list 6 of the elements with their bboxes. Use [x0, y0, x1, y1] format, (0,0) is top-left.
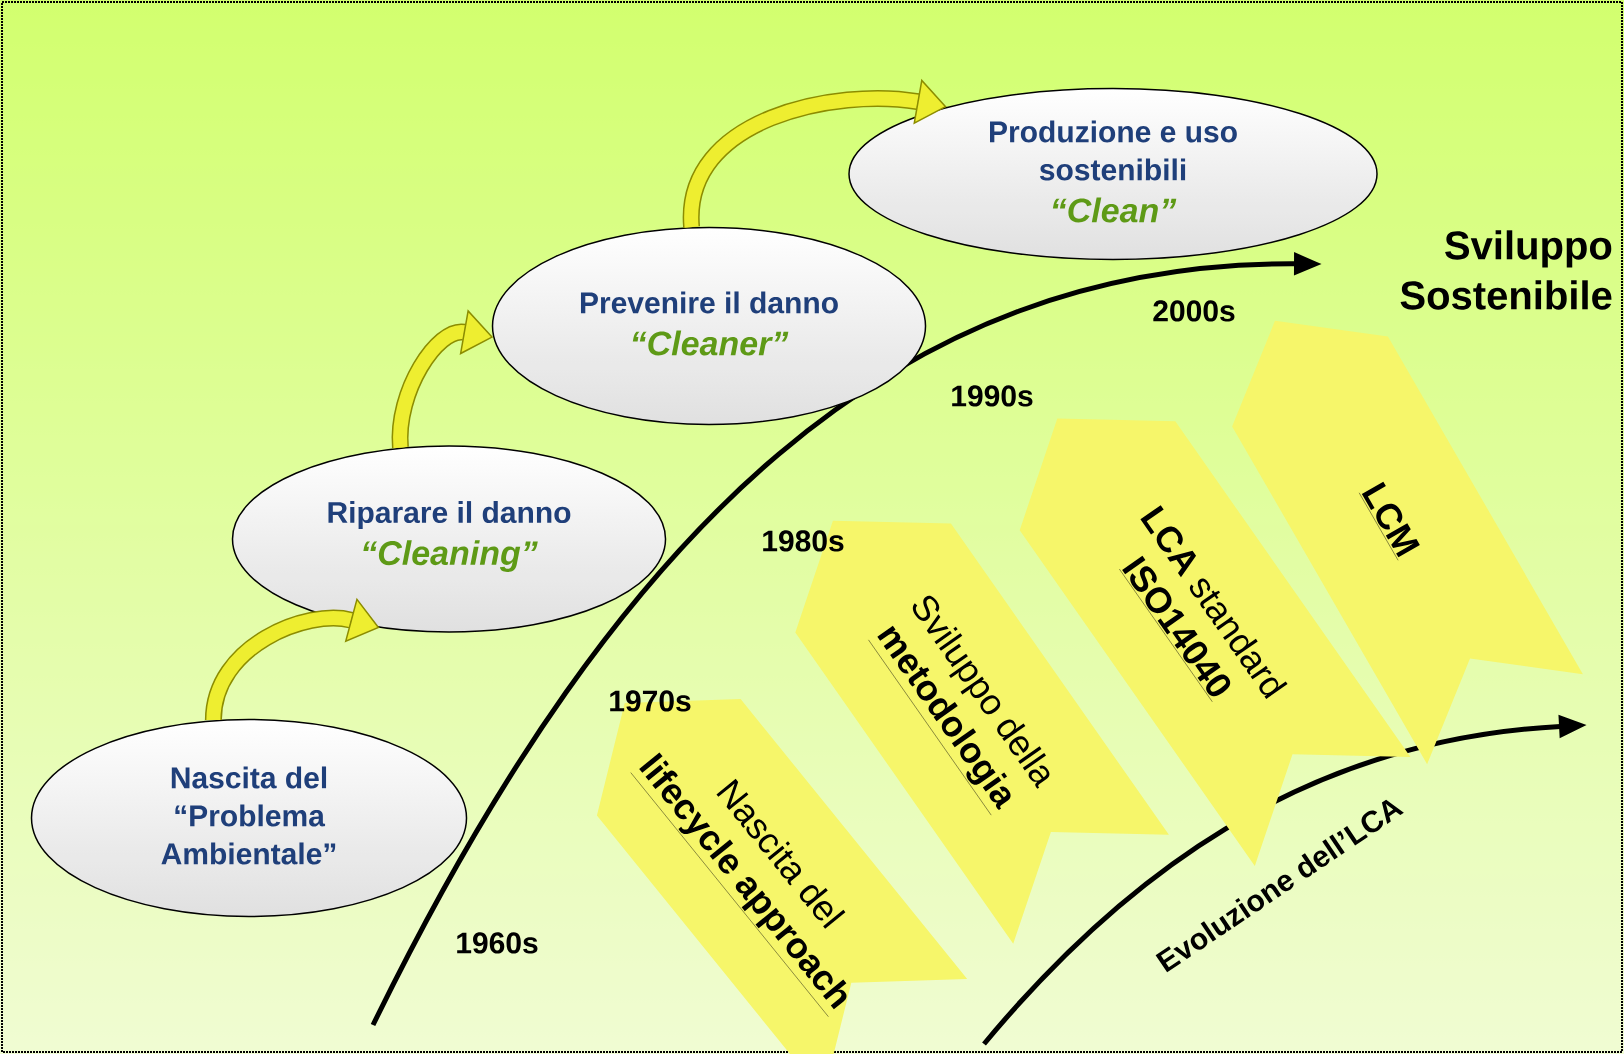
axis-label: 1960s — [457, 932, 538, 954]
curved-arrow — [683, 78, 947, 228]
axis-label: 2000s — [1153, 300, 1235, 322]
title-text: Sviluppo Sostenibile — [1400, 230, 1612, 310]
curved-arrow — [204, 597, 380, 721]
axis-label: 1990s — [952, 385, 1033, 407]
